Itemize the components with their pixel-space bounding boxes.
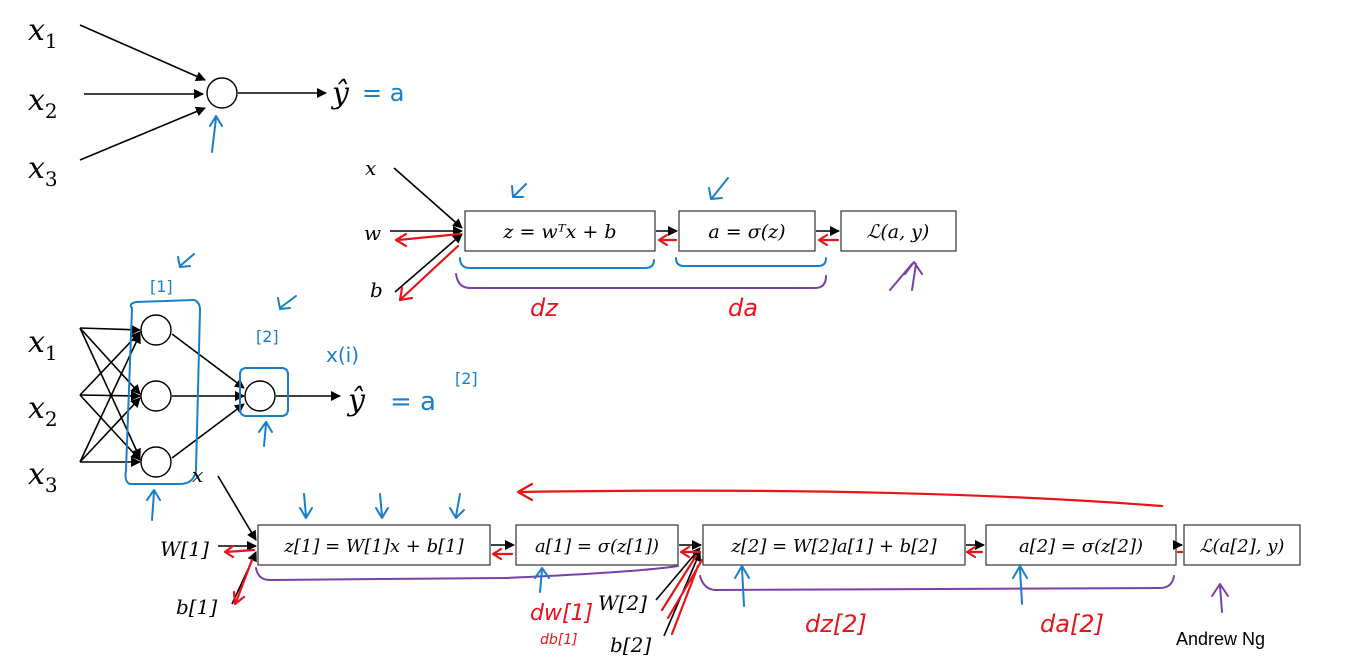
- logistic-input-x1: x1: [28, 13, 58, 53]
- logistic-input-x2: x2: [28, 83, 58, 123]
- output-neuron: [244, 380, 276, 412]
- net-box-a1: [515, 524, 679, 566]
- grad-dw1: dw[1]: [530, 601, 593, 626]
- grad-db1: db[1]: [540, 632, 578, 648]
- author-credit: Andrew Ng: [1176, 629, 1265, 649]
- net-graph-input-W1: W[1]: [160, 537, 209, 561]
- net-box-z2: [702, 524, 966, 566]
- net-box-z1-label: z[1] = W[1]x + b[1]: [283, 536, 464, 557]
- layer1-label: [1]: [150, 277, 173, 296]
- logistic-output-eq: = a: [362, 79, 404, 107]
- nn-output-sup: [2]: [455, 369, 478, 388]
- graph-input-w: w: [364, 221, 381, 245]
- logistic-graph: x w b z = wᵀx + b a = σ(z) ℒ(a, y) dz da: [364, 156, 957, 322]
- hidden-neuron-3: [140, 446, 172, 478]
- nn-output: ŷ: [346, 383, 366, 418]
- net-box-loss-label: ℒ(a[2], y): [1200, 536, 1285, 557]
- purple-up-arrow-2-icon: [1211, 583, 1229, 613]
- net-box-a2-label: a[2] = σ(z[2]): [1019, 536, 1143, 557]
- box-z: [464, 210, 656, 252]
- blue-up-arrow-icon: [209, 115, 223, 153]
- net-box-z1: [257, 524, 491, 566]
- nn-output-eq: = a: [390, 387, 436, 417]
- net-box-a2: [985, 524, 1177, 566]
- graph-input-x: x: [365, 156, 376, 180]
- red-back-arrow-w: [394, 232, 462, 248]
- purple-up-arrow-icon: [889, 261, 923, 291]
- sample-label: x(i): [326, 343, 359, 367]
- nn-input-x1: x1: [28, 325, 58, 365]
- graph-input-b: b: [370, 278, 383, 302]
- grad-da: da: [728, 294, 758, 322]
- edge-x1-unit: [79, 24, 206, 81]
- red-backprop-long-arrow: [516, 482, 1164, 508]
- net-box-z2-label: z[2] = W[2]a[1] + b[2]: [730, 536, 937, 557]
- layer2-label: [2]: [256, 327, 279, 346]
- neural-network: x1 x2 x3 ŷ = a [2] [1] [2]: [28, 253, 478, 521]
- net-box-a1-label: a[1] = σ(z[1]): [535, 536, 659, 557]
- hidden-neuron-1: [140, 314, 172, 346]
- net-graph-input-x: x: [192, 463, 203, 487]
- layer2-box: [239, 367, 289, 417]
- grad-dz: dz: [530, 294, 559, 322]
- red-back-arrow-b: [398, 244, 460, 302]
- net-graph-input-b1: b[1]: [176, 595, 217, 619]
- box-a-label: a = σ(z): [708, 221, 785, 243]
- network-graph: x W[1] b[1] W[2] b[2] z[1] = W[1]x + b[1…: [160, 463, 1301, 657]
- logistic-unit: x1 x2 x3 ŷ = a: [28, 13, 404, 191]
- grad-dz2: dz[2]: [805, 610, 867, 638]
- hidden-neuron-2: [140, 380, 172, 412]
- grad-da2: da[2]: [1040, 610, 1104, 638]
- box-loss: [840, 210, 957, 252]
- box-z-label: z = wᵀx + b: [502, 221, 616, 243]
- net-box-loss: [1183, 524, 1301, 566]
- logistic-input-x3: x3: [28, 151, 58, 191]
- nn-input-x2: x2: [28, 391, 58, 431]
- net-graph-input-W2: W[2]: [598, 591, 647, 615]
- layer1-box: [124, 299, 201, 485]
- box-a: [678, 210, 816, 252]
- nn-input-x3: x3: [28, 457, 58, 497]
- net-graph-input-b2: b[2]: [610, 633, 651, 657]
- edge-x3-unit: [79, 106, 206, 161]
- logistic-neuron: [206, 77, 238, 109]
- box-loss-label: ℒ(a, y): [867, 221, 930, 243]
- logistic-output: ŷ: [330, 76, 350, 111]
